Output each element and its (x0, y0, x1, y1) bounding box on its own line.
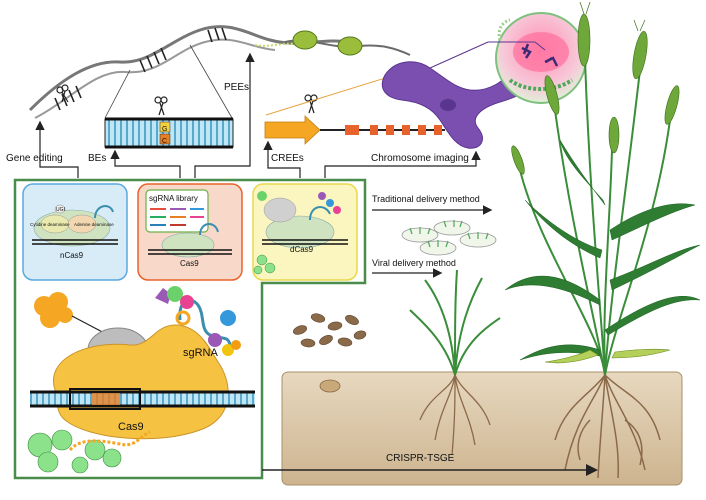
petri-dishes (401, 220, 497, 256)
seeds (292, 313, 367, 348)
chromosome (381, 61, 540, 149)
cell-nucleus (429, 12, 587, 104)
activator-blobs (27, 429, 122, 474)
fluorescent-proteins (155, 286, 241, 356)
big-wheat-plant (504, 1, 701, 376)
label-dcas9: dCas9 (290, 245, 314, 254)
label-traditional-delivery: Traditional delivery method (372, 194, 480, 204)
label-viral-delivery: Viral delivery method (372, 258, 456, 268)
label-ugi: UGI (56, 207, 65, 213)
svg-text:C: C (162, 138, 167, 145)
effector-blob (34, 292, 73, 328)
label-bes: BEs (88, 153, 106, 164)
label-chromosome-imaging: Chromosome imaging (371, 153, 469, 164)
label-gene-editing: Gene editing (6, 153, 63, 164)
panel-cas9-library: sgRNA library Cas9 (137, 183, 243, 281)
wheat-ears (511, 13, 680, 175)
svg-text:G: G (162, 126, 167, 133)
label-cas9-small: Cas9 (180, 259, 199, 268)
cree-promoter (264, 74, 451, 145)
panel-ncas9: Cytidine deaminase Adenine deaminase UGI… (22, 183, 128, 281)
small-wheat-plant (409, 269, 501, 376)
label-ncas9: nCas9 (60, 251, 84, 260)
dna-helix (28, 25, 411, 119)
label-crispr-tsge: CRISPR-TSGE (386, 453, 455, 464)
label-cytidine-deaminase: Cytidine deaminase (30, 222, 70, 227)
soil-box (281, 371, 683, 486)
cas9-sgrna-complex: Cas9 sgRNA (27, 286, 255, 474)
zoom-lines (104, 44, 233, 119)
base-editing-strand: G C (104, 96, 234, 149)
big-plant-roots (554, 374, 661, 479)
panel-dcas9: dCas9 (252, 183, 358, 281)
label-pees: PEEs (224, 82, 249, 93)
delivery-arrows (372, 205, 493, 278)
small-plant-roots (419, 374, 491, 456)
label-adenine-deaminase: Adenine deaminase (74, 222, 114, 227)
label-cas9-main: Cas9 (118, 421, 144, 433)
label-sgrna-library: sgRNA library (149, 194, 198, 203)
label-sgrna-main: sgRNA (183, 347, 219, 359)
top-arrows (35, 52, 481, 178)
label-crees: CREEs (271, 153, 304, 164)
